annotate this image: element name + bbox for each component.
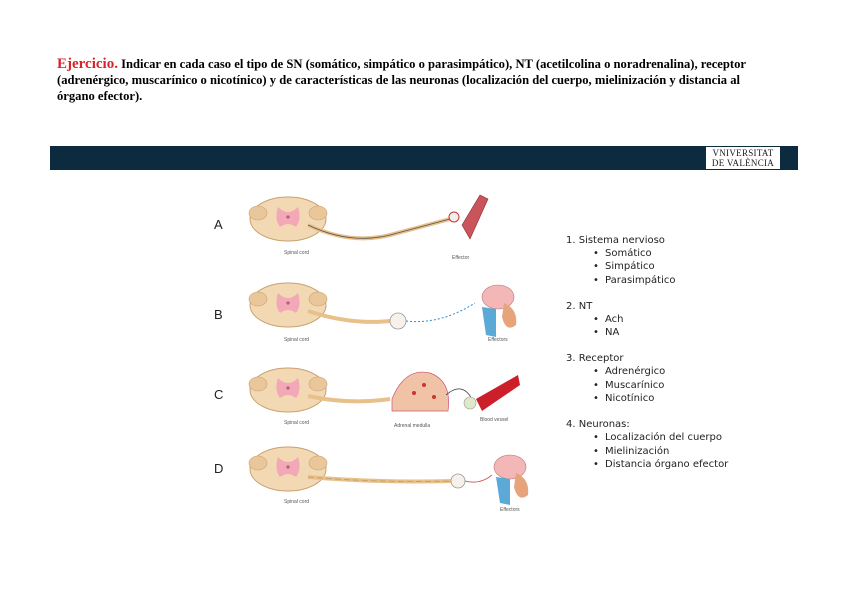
row-label-c: C [214, 387, 223, 402]
row-label-b: B [214, 307, 223, 322]
option-ach: Ach [593, 313, 786, 326]
row-c-diagram [249, 368, 520, 412]
pathways-illustration [200, 185, 540, 540]
row-label-d: D [214, 461, 223, 476]
option-mielinizacion: Mielinización [593, 445, 786, 458]
option-simpatico: Simpático [593, 260, 786, 273]
section-heading-2: 2. NT [566, 300, 786, 313]
label-effector-a: Effector [452, 255, 469, 261]
option-localizacion: Localización del cuerpo [593, 431, 786, 444]
option-adrenergico: Adrenérgico [593, 365, 786, 378]
label-effectors-d: Effectors [500, 507, 520, 513]
option-parasimpatico: Parasimpático [593, 274, 786, 287]
section-heading-3: 3. Receptor [566, 352, 786, 365]
option-nicotinico: Nicotínico [593, 392, 786, 405]
label-effectors-b: Effectors [488, 337, 508, 343]
row-b-diagram [249, 283, 516, 337]
option-distancia: Distancia órgano efector [593, 458, 786, 471]
section-nervous-system: 1. Sistema nervioso Somático Simpático P… [566, 234, 786, 287]
row-a-diagram [249, 195, 488, 241]
exercise-statement: Ejercicio. Indicar en cada caso el tipo … [57, 56, 777, 104]
exercise-text: Indicar en cada caso el tipo de SN (somá… [57, 57, 746, 103]
university-logo: VNIVERSITAT DE VALÈNCIA [706, 147, 780, 169]
label-spinal-cord-b: Spinal cord [284, 337, 309, 343]
section-receptor: 3. Receptor Adrenérgico Muscarínico Nico… [566, 352, 786, 405]
exercise-label: Ejercicio. [57, 56, 118, 72]
option-na: NA [593, 326, 786, 339]
autonomic-pathways-figure: A B C D Spinal cord Effector Spinal cord… [200, 185, 540, 540]
section-nt: 2. NT Ach NA [566, 300, 786, 340]
label-spinal-cord-c: Spinal cord [284, 420, 309, 426]
answer-options-panel: 1. Sistema nervioso Somático Simpático P… [566, 234, 786, 484]
logo-line-1: VNIVERSITAT [706, 148, 780, 158]
logo-line-2: DE VALÈNCIA [706, 158, 780, 168]
option-muscarinico: Muscarínico [593, 379, 786, 392]
option-somatico: Somático [593, 247, 786, 260]
label-blood-vessel: Blood vessel [480, 417, 508, 423]
label-spinal-cord-d: Spinal cord [284, 499, 309, 505]
row-d-diagram [249, 447, 528, 505]
section-neurons: 4. Neuronas: Localización del cuerpo Mie… [566, 418, 786, 471]
section-heading-1: 1. Sistema nervioso [566, 234, 786, 247]
section-heading-4: 4. Neuronas: [566, 418, 786, 431]
label-spinal-cord-a: Spinal cord [284, 250, 309, 256]
header-banner: VNIVERSITAT DE VALÈNCIA [50, 146, 798, 170]
row-label-a: A [214, 217, 223, 232]
label-adrenal-medulla: Adrenal medulla [394, 423, 430, 429]
